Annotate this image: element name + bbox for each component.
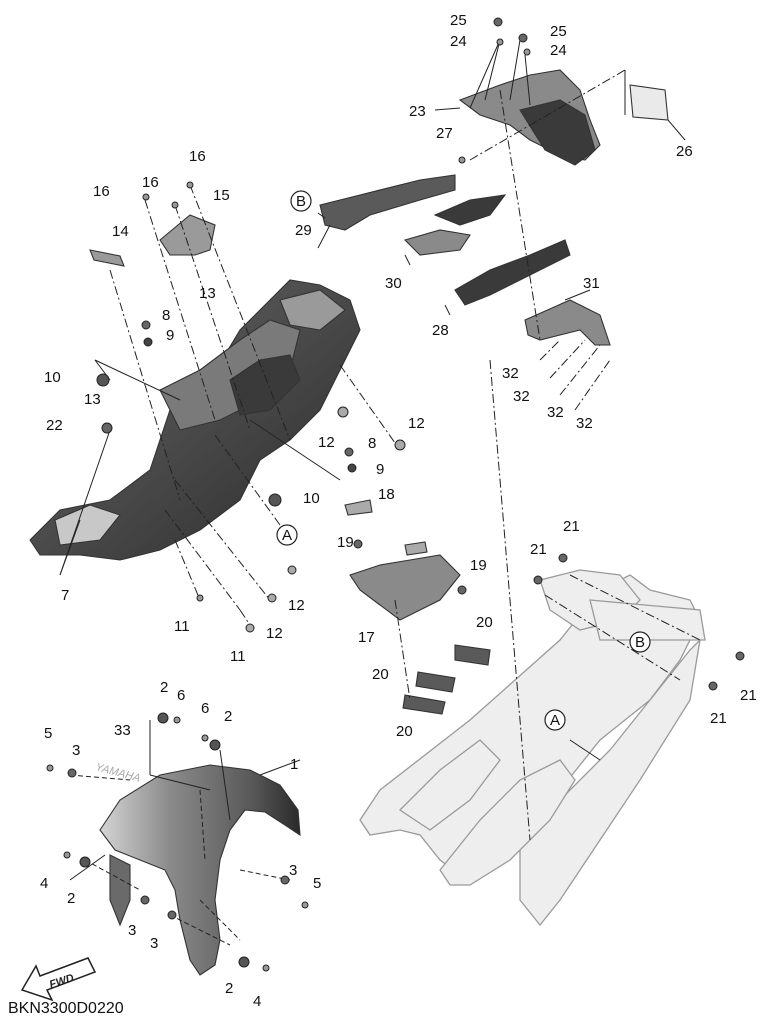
ref-a-left: A	[282, 527, 292, 544]
bracket-29	[319, 174, 456, 231]
callout-12-b: 12	[408, 415, 425, 432]
ref-b-frame: B	[635, 634, 645, 651]
tail-light-bracket	[458, 69, 669, 166]
bracket-15	[159, 214, 216, 256]
callout-3-a: 3	[72, 742, 80, 759]
callout-24-a: 24	[450, 33, 467, 50]
callout-1: 1	[290, 756, 298, 773]
callout-15: 15	[213, 187, 230, 204]
hardware	[46, 17, 745, 972]
bracket-17	[344, 499, 491, 715]
callout-11-b: 11	[230, 648, 246, 665]
callout-22: 22	[46, 417, 63, 434]
callout-2-a: 2	[160, 679, 168, 696]
bracket-28	[454, 239, 571, 306]
callout-17: 17	[358, 629, 375, 646]
callout-3-d: 3	[289, 862, 297, 879]
pad-14	[89, 249, 125, 267]
callout-23: 23	[409, 103, 426, 120]
bracket-31	[524, 299, 611, 346]
callout-25-a: 25	[450, 12, 467, 29]
inner-rear-fender	[29, 279, 361, 561]
callout-20-c: 20	[396, 723, 413, 740]
callout-2-c: 2	[67, 890, 75, 907]
callout-12-a: 12	[318, 434, 335, 451]
callout-32-a: 32	[502, 365, 519, 382]
callout-5-a: 5	[44, 725, 52, 742]
callout-9-b: 9	[376, 461, 384, 478]
callout-9-a: 9	[166, 327, 174, 344]
callout-30: 30	[385, 275, 402, 292]
callout-32-d: 32	[576, 415, 593, 432]
callout-6-a: 6	[177, 687, 185, 704]
callout-19-b: 19	[470, 557, 487, 574]
front-fender: YAMAHA	[94, 761, 301, 976]
ref-circle-a-frame	[544, 709, 566, 731]
callout-26: 26	[676, 143, 693, 160]
callout-24-b: 24	[550, 42, 567, 59]
callout-25-b: 25	[550, 23, 567, 40]
ref-circle-b-top	[290, 190, 312, 212]
callout-11-a: 11	[174, 618, 190, 635]
callout-28: 28	[432, 322, 449, 339]
callout-labels: 25 25 24 24 23 27 26 16 16 16 15 14 13 8…	[40, 12, 757, 1010]
callout-18-a: 18	[378, 486, 395, 503]
callout-21-a: 21	[563, 518, 580, 535]
callout-13-a: 13	[199, 285, 216, 302]
callout-32-c: 32	[547, 404, 564, 421]
callout-10-a: 10	[44, 369, 61, 386]
fwd-arrow-icon: FWD	[20, 957, 97, 1002]
callout-4-b: 4	[253, 993, 261, 1010]
callout-33: 33	[114, 722, 131, 739]
callout-16-b: 16	[93, 183, 110, 200]
reference-marks: B A B A	[276, 190, 651, 731]
callout-5-b: 5	[313, 875, 321, 892]
callout-16-c: 16	[142, 174, 159, 191]
callout-21-b: 21	[530, 541, 547, 558]
ref-circle-b-frame	[629, 631, 651, 653]
callout-20-b: 20	[372, 666, 389, 683]
callout-21-d: 21	[710, 710, 727, 727]
callout-27: 27	[436, 125, 453, 142]
callout-29: 29	[295, 222, 312, 239]
ref-a-frame: A	[550, 712, 560, 729]
callout-16-a: 16	[189, 148, 206, 165]
ref-circle-a-left	[276, 524, 298, 546]
diagram-code: BKN3300D0220	[8, 1000, 124, 1017]
callout-3-b: 3	[128, 922, 136, 939]
callout-2-d: 2	[225, 980, 233, 997]
callout-20-a: 20	[476, 614, 493, 631]
callout-31: 31	[583, 275, 600, 292]
callout-6-b: 6	[201, 700, 209, 717]
callout-3-c: 3	[150, 935, 158, 952]
rear-frame	[359, 569, 706, 927]
callout-19-a: 19	[337, 534, 354, 551]
plate-30	[403, 194, 507, 256]
callout-7: 7	[61, 587, 69, 604]
callout-8-b: 8	[368, 435, 376, 452]
leader-lines	[59, 39, 701, 946]
callout-21-c: 21	[740, 687, 757, 704]
ref-b-top: B	[296, 193, 306, 210]
callout-8-a: 8	[162, 307, 170, 324]
callout-32-b: 32	[513, 388, 530, 405]
fender-brand: YAMAHA	[94, 761, 141, 784]
callout-12-d: 12	[266, 625, 283, 642]
callout-14: 14	[112, 223, 129, 240]
callout-10-b: 10	[303, 490, 320, 507]
callout-13-b: 13	[84, 391, 101, 408]
callout-2-b: 2	[224, 708, 232, 725]
callout-4-a: 4	[40, 875, 48, 892]
callout-12-c: 12	[288, 597, 305, 614]
